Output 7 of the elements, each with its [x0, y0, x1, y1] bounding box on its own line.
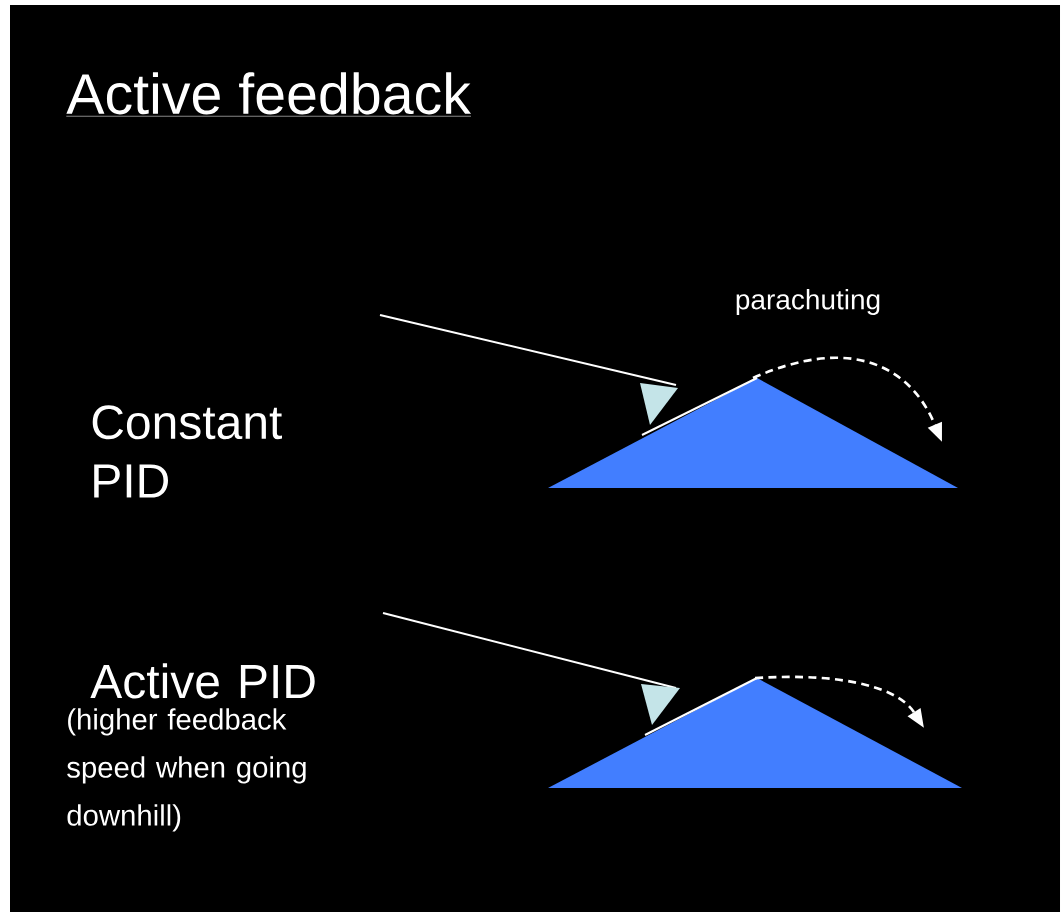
note-text: (higher feedback speed when going downhill) — [67, 708, 306, 832]
side-label: Active PID — [90, 663, 315, 699]
hill-triangle — [548, 678, 962, 788]
slide-title: Active feedback — [66, 72, 472, 117]
side-label: Constant PID — [92, 405, 282, 498]
edge-label: parachuting — [736, 288, 880, 316]
hill-triangle — [548, 378, 958, 488]
